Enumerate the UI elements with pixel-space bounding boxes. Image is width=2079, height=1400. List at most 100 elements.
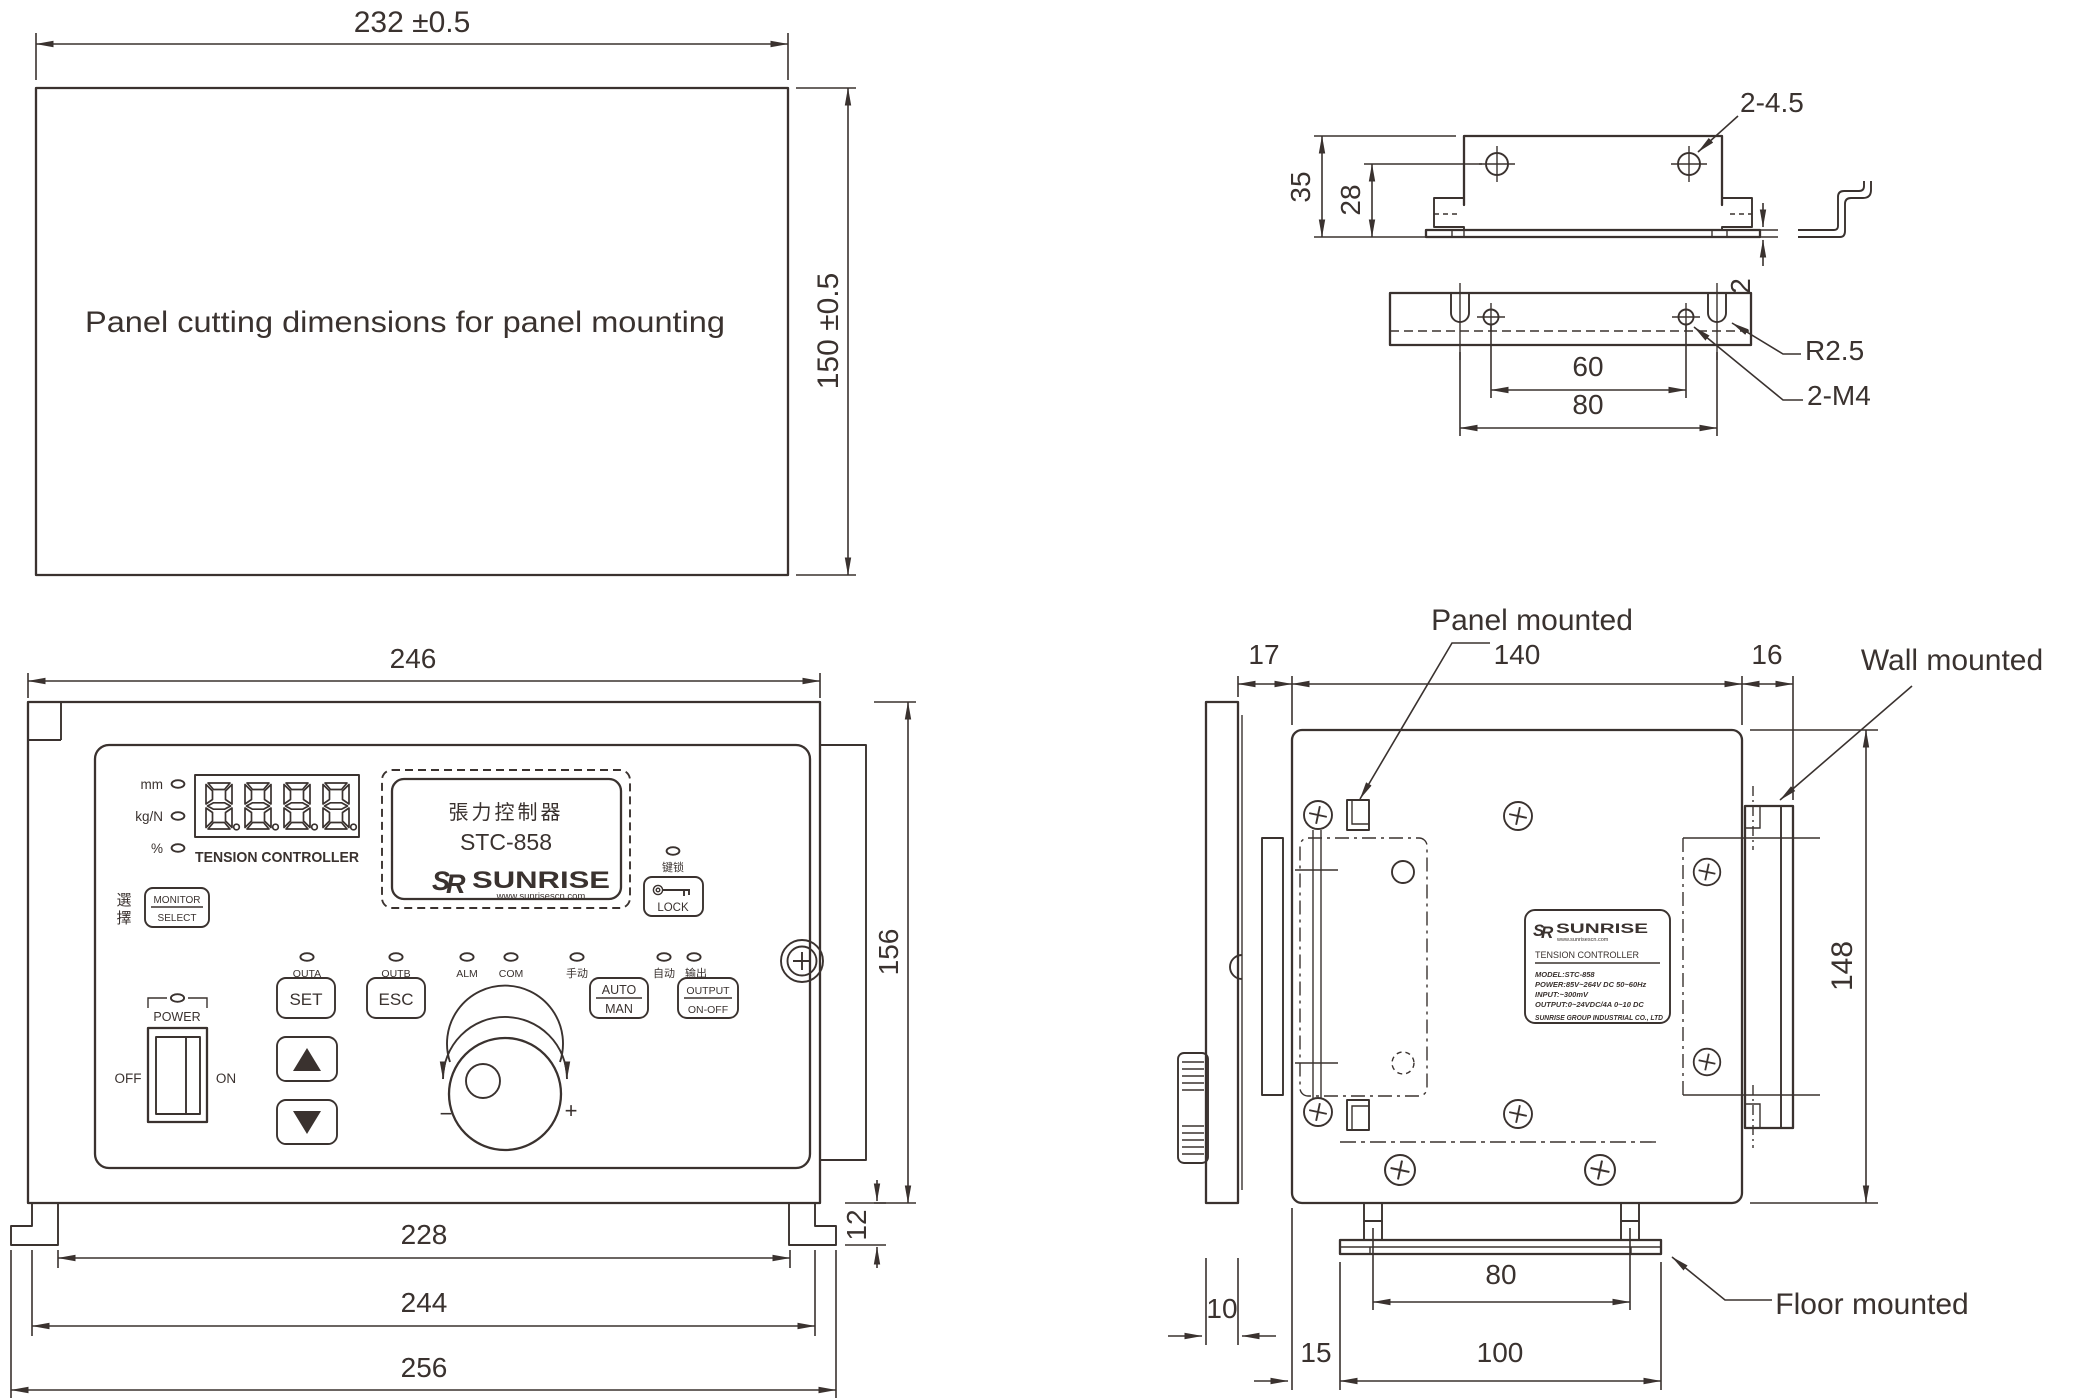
- led-manual-label: 手动: [566, 966, 588, 980]
- panel-clip-bottom: [1346, 1099, 1370, 1131]
- power-label: POWER: [153, 1010, 200, 1024]
- dim-228: 228: [401, 1219, 448, 1250]
- svg-text:S: S: [1533, 921, 1545, 940]
- led-outa-label: OUTA: [293, 968, 321, 980]
- dim-156: 156: [873, 929, 904, 976]
- wall-bracket-strip: [819, 744, 867, 1161]
- side-body: [1290, 728, 1744, 1205]
- led-kgn: [170, 811, 186, 821]
- dim-256: 256: [401, 1352, 448, 1383]
- set-label: SET: [289, 990, 322, 1009]
- unit-pct-label: %: [151, 841, 163, 856]
- bracket-detail-view: 35 28 2-4.5 2 60 80 R2.5 2-M4: [1285, 87, 1872, 436]
- brand-text: SUNRISE: [472, 867, 610, 894]
- side-bezel: [1177, 700, 1284, 1205]
- output-onoff-button: OUTPUT ON-OFF: [677, 977, 739, 1019]
- lock-label: LOCK: [657, 902, 689, 914]
- off-label: OFF: [115, 1071, 142, 1086]
- lcd-window: 張力控制器 STC-858 S R SUNRISE www.sunrisescn…: [381, 769, 631, 909]
- side-view: S R SUNRISE www.sunrisescn.com TENSION C…: [1168, 604, 2043, 1390]
- front-dims: 246 156 12 228 244 256: [10, 643, 916, 1398]
- svg-text:R: R: [1541, 923, 1554, 942]
- lcd-line2: STC-858: [460, 829, 552, 855]
- seven-segment-display: [194, 774, 360, 838]
- nameplate-brand-url: www.sunrisescn.com: [1556, 937, 1609, 943]
- dim-15: 15: [1300, 1337, 1331, 1368]
- dim-16: 16: [1751, 639, 1782, 670]
- mounting-panel-section: [1261, 837, 1284, 1096]
- led-lock: [665, 846, 681, 856]
- select-cn-top: 選: [116, 892, 131, 909]
- bracket-dims: 35 28 2-4.5 2 60 80 R2.5 2-M4: [1285, 87, 1871, 436]
- dim-2: 2: [1725, 278, 1756, 294]
- panel-clamp: [1295, 799, 1428, 1131]
- nameplate-brand: SUNRISE: [1556, 921, 1648, 936]
- down-button: [276, 1099, 338, 1145]
- svg-text:S: S: [432, 866, 450, 896]
- led-mm: [170, 779, 186, 789]
- panel-cutting-view: Panel cutting dimensions for panel mount…: [34, 6, 856, 577]
- bracket-side-profile: [1798, 181, 1872, 238]
- auto-man-button: AUTO MAN: [589, 977, 649, 1019]
- panel-cutting-dims: 232 ±0.5 150 ±0.5: [35, 6, 856, 576]
- knob-minus-label: −: [440, 1101, 453, 1126]
- dim-35: 35: [1285, 171, 1316, 202]
- monitor-select-button: [144, 887, 210, 928]
- display-caption: TENSION CONTROLLER: [195, 849, 359, 866]
- dim-232: 232 ±0.5: [354, 6, 471, 39]
- dim-17: 17: [1248, 639, 1279, 670]
- panel-clip-top: [1346, 799, 1370, 831]
- side-knob-profile: [1177, 1052, 1209, 1164]
- led-outb-label: OUTB: [381, 968, 410, 980]
- dim-10: 10: [1206, 1293, 1237, 1324]
- front-view: mm kg/N % TENSION CONTROLLER 張力控制器 STC-8…: [10, 643, 916, 1398]
- select-cn-bottom: 擇: [116, 910, 131, 927]
- lcd-line1: 張力控制器: [449, 801, 564, 824]
- rotary-knob: − +: [440, 984, 578, 1152]
- man-label: MAN: [605, 1002, 633, 1016]
- nameplate-title: TENSION CONTROLLER: [1535, 950, 1640, 960]
- bracket-top-profile: [1424, 134, 1762, 239]
- auto-label: AUTO: [602, 983, 637, 997]
- led-power: [169, 993, 186, 1003]
- status-led-row: OUTA OUTB ALM COM 手动 自动 输出: [293, 952, 707, 980]
- panel-mounted-label: Panel mounted: [1431, 604, 1633, 637]
- on-label: ON: [216, 1071, 236, 1086]
- label-R2.5: R2.5: [1805, 335, 1864, 366]
- front-screw-icon: [780, 939, 824, 983]
- nameplate-power: POWER:85V~264V DC 50~60Hz: [1535, 980, 1647, 989]
- led-com-label: COM: [499, 968, 524, 980]
- esc-label: ESC: [379, 990, 414, 1009]
- output-label: OUTPUT: [686, 985, 730, 997]
- svg-text:R: R: [446, 869, 466, 899]
- knob-plus-label: +: [565, 1098, 578, 1123]
- panel-cutting-title: Panel cutting dimensions for panel mount…: [85, 306, 725, 339]
- dim-150: 150 ±0.5: [812, 273, 845, 390]
- lock-cn-label: 键锁: [662, 860, 684, 874]
- label-2-M4: 2-M4: [1807, 380, 1871, 411]
- dim-140: 140: [1494, 639, 1541, 670]
- dim-80-side: 80: [1485, 1259, 1516, 1290]
- floor-bracket: [1338, 1202, 1663, 1256]
- up-button: [276, 1036, 338, 1082]
- floor-mounted-label: Floor mounted: [1775, 1288, 1968, 1321]
- dim-244: 244: [401, 1287, 448, 1318]
- panel-cutout-rect: [34, 86, 790, 577]
- dim-12: 12: [841, 1209, 872, 1240]
- key-icon: [652, 884, 690, 896]
- nameplate-output: OUTPUT:0~24VDC/4A 0~10 DC: [1535, 1000, 1644, 1009]
- side-dims: 17 140 16 148 10 80 15 100 Panel mounted…: [1168, 604, 2043, 1390]
- nameplate-company: SUNRISE GROUP INDUSTRIAL CO., LTD: [1535, 1015, 1663, 1022]
- sunrise-logo-icon: S R: [432, 866, 466, 899]
- dim-60: 60: [1572, 351, 1603, 382]
- nameplate: S R SUNRISE www.sunrisescn.com TENSION C…: [1524, 909, 1671, 1024]
- monitor-select-group: 選 擇 MONITOR SELECT: [116, 887, 210, 928]
- led-auto-label: 自动: [653, 967, 675, 980]
- nameplate-logo-icon: S R: [1533, 921, 1554, 942]
- select-label: SELECT: [158, 913, 197, 924]
- dim-100: 100: [1477, 1337, 1524, 1368]
- lock-group: 键锁 LOCK: [643, 846, 704, 917]
- front-panel-face: mm kg/N % TENSION CONTROLLER 張力控制器 STC-8…: [93, 743, 812, 1170]
- led-alm-label: ALM: [456, 968, 478, 980]
